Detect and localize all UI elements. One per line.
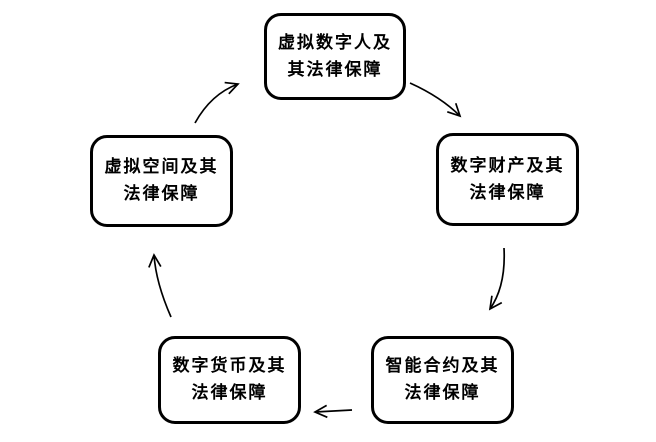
node-label-line: 法律保障 [123, 184, 200, 204]
node-label-line: 虚拟数字人及 [278, 32, 392, 53]
node-label-line: 虚拟空间及其 [104, 157, 219, 177]
node-smart-contract: 智能合约及其 法律保障 [371, 336, 514, 424]
arrow-left-to-top [194, 81, 240, 124]
node-digital-currency: 数字货币及其 法律保障 [158, 336, 301, 424]
arrow-bottom-right-to-bottom-left [313, 404, 353, 419]
node-label-line: 法律保障 [404, 383, 481, 403]
node-label-line: 数字财产及其 [450, 155, 565, 176]
arrow-bottom-left-to-left [148, 253, 172, 318]
arrow-right-to-bottom-right [488, 247, 506, 311]
node-virtual-space: 虚拟空间及其 法律保障 [90, 135, 233, 227]
arrow-top-to-right [409, 82, 462, 118]
node-label-line: 法律保障 [469, 182, 546, 203]
node-digital-property: 数字财产及其 法律保障 [436, 133, 579, 226]
node-virtual-digital-human: 虚拟数字人及 其法律保障 [264, 13, 406, 100]
node-label-line: 法律保障 [191, 383, 268, 403]
node-label-line: 其法律保障 [287, 59, 383, 80]
node-label-line: 智能合约及其 [385, 356, 500, 376]
node-label-line: 数字货币及其 [172, 356, 287, 376]
